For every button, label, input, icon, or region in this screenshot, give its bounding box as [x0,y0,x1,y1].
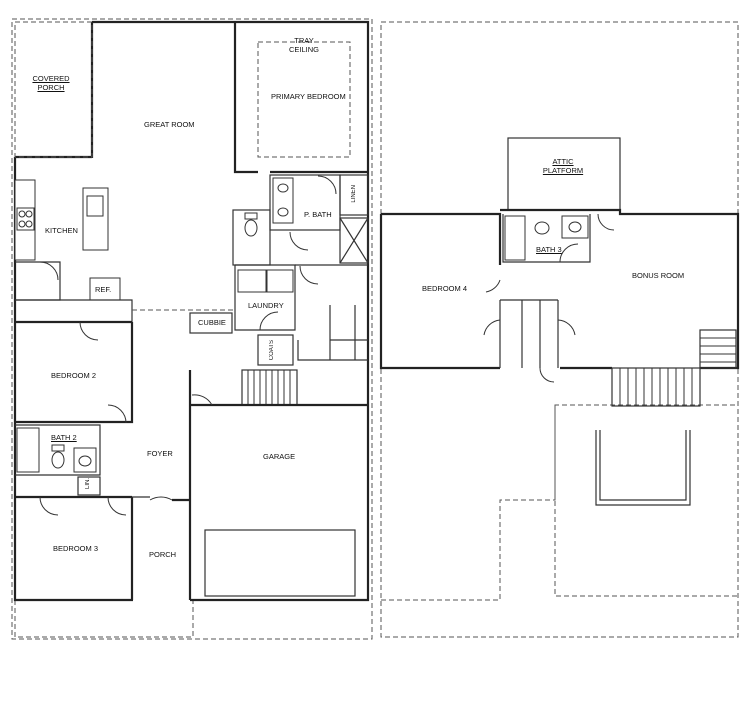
stair-hall-wall [297,340,368,361]
cubbie-label: CUBBIE [198,318,226,327]
door-swing-icon [289,231,309,251]
laundry-label: LAUNDRY [248,301,284,310]
porch-label: PORCH [149,550,177,559]
burner-icon [18,210,26,218]
front-door-swing-icon [149,496,173,501]
kitchen-label: KITCHEN [45,226,78,235]
primary-bedroom-wall [233,22,258,174]
first-floor-plan [11,18,373,640]
door-swing-icon [597,213,615,231]
covered-porch-outline [14,21,93,158]
p-bath-label: P. BATH [304,210,332,219]
foyer-label: FOYER [147,449,173,458]
dryer-icon [266,269,294,293]
shower-line [339,217,369,264]
door-swing-icon [483,319,501,336]
kitchen-wall [15,299,133,322]
door-swing-icon [39,496,59,516]
linen-closet [339,174,369,216]
balcony-outline [595,430,691,506]
garage-door [204,529,356,597]
door-swing-icon [299,265,319,285]
linen-closet-2 [77,476,101,496]
bonus-room-label: BONUS ROOM [632,271,685,280]
lower-roof-line [381,404,738,601]
lin-label: LIN. [85,478,91,490]
bathtub-icon [504,215,526,261]
cubbie-area [189,312,233,334]
bedroom-3-label: BEDROOM 3 [53,544,99,553]
sink-icon [78,455,92,467]
ref-label: REF. [95,285,112,294]
cooktop-icon [16,207,35,231]
sink-icon [568,221,582,233]
coats-label: COATS [269,340,275,361]
coats-closet [257,334,294,366]
toilet-tank-icon [244,212,258,220]
great-room-label: GREAT ROOM [144,120,195,129]
burner-icon [18,220,26,228]
primary-bedroom-label: PRIMARY BEDROOM [271,92,346,101]
island-sink-icon [86,195,104,217]
stair-run [241,369,298,406]
door-swing-icon [259,311,279,331]
attic-platform-label: ATTIC PLATFORM [542,157,584,175]
burner-icon [25,210,33,218]
bath-2-label: BATH 2 [51,433,77,442]
door-swing-icon [559,243,579,263]
shower [339,217,369,264]
bedroom-4-walls [381,212,502,265]
tray-ceiling-label: TRAY CEILING [288,36,319,54]
washer-icon [237,269,267,293]
bath-3-label: BATH 3 [536,245,562,254]
door-swing-icon [539,367,555,383]
exterior-wall-left [13,157,133,602]
bath-3-room [502,214,591,263]
bedroom-2-walls [15,322,134,424]
second-floor-roof-outline [380,21,739,638]
front-porch-outline [14,600,194,638]
bedroom-2-label: BEDROOM 2 [51,371,97,380]
bath-2-room [15,424,101,476]
sink-icon [277,183,289,193]
toilet-icon [51,451,65,469]
laundry-room [234,264,296,331]
door-swing-icon [79,321,99,341]
toilet-icon [244,219,258,237]
upper-stairs [611,329,737,407]
first-floor-roof-outline [11,18,373,640]
lower-roof-line [554,405,738,597]
covered-porch-label: COVERED PORCH [32,74,70,92]
stair-run [611,367,701,407]
bedroom-4-walls [379,214,500,370]
toilet-tank-icon [51,444,65,452]
bonus-room-walls [500,208,740,370]
door-swing-icon [317,175,337,195]
door-swing-icon [557,319,576,336]
stairs [241,369,298,406]
linen-label: LINEN [351,185,357,203]
burner-icon [25,220,33,228]
bedroom-4-label: BEDROOM 4 [422,284,468,293]
door-swing-icon [485,279,501,293]
door-swing-icon [39,261,59,281]
tray-ceiling-outline [257,41,351,158]
garage-label: GARAGE [263,452,296,461]
stair-landing [699,329,737,369]
bathtub-icon [16,427,40,473]
door-swing-icon [191,394,213,406]
sink-icon [277,207,289,217]
exterior-wall-right [92,20,370,602]
door-swing-icon [107,496,127,516]
second-floor-plan [379,21,740,638]
toilet-icon [534,221,550,235]
balcony-outline [599,430,687,501]
door-swing-icon [107,404,127,424]
